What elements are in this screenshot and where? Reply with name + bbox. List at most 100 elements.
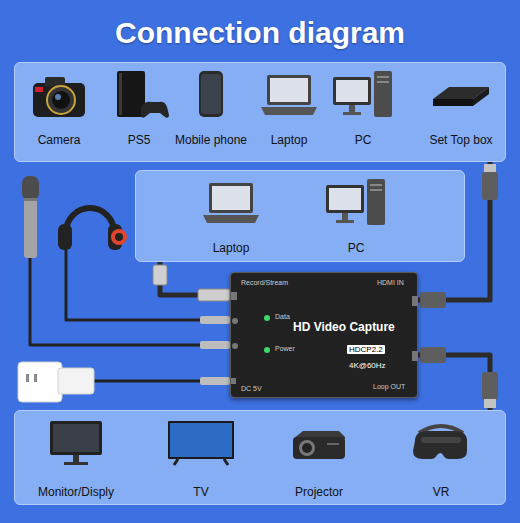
illustration-part	[55, 94, 61, 100]
illustration-part	[174, 459, 228, 465]
usb-plug	[198, 289, 230, 301]
capture-device: HD Video CaptureHDCP2.24K@60HzHDMI INLoo…	[230, 272, 418, 398]
illustration-part	[33, 83, 85, 117]
illustration-part	[64, 462, 88, 465]
camera-node: Camera	[24, 69, 94, 149]
device-label: PC	[348, 241, 365, 257]
illustration-part	[261, 107, 317, 115]
camera-icon	[27, 69, 91, 121]
vr-icon	[409, 417, 473, 469]
illustration-part	[412, 351, 418, 361]
audio-jack	[200, 341, 230, 349]
device-label: Mobile phone	[175, 133, 247, 149]
wall-outlet	[18, 362, 62, 402]
usb-plug	[153, 265, 167, 285]
device-label: Projector	[295, 485, 343, 501]
illustration-part	[343, 112, 361, 115]
illustration-part	[209, 183, 253, 213]
illustration-part	[374, 71, 392, 117]
socket-hole	[34, 374, 37, 382]
led-label: Power	[275, 345, 295, 353]
illustration-part	[201, 74, 221, 114]
device-icon	[179, 69, 243, 121]
hdmi-usb-cable	[418, 355, 490, 410]
pc-icon	[331, 69, 395, 121]
illustration-part	[168, 421, 234, 459]
illustration-part	[170, 423, 232, 457]
illustration-part	[336, 220, 354, 223]
illustration-part	[199, 71, 223, 117]
illustration-part	[367, 179, 385, 225]
power-adapter	[58, 368, 94, 394]
illustration-part	[232, 343, 238, 349]
ear-cup	[58, 224, 72, 250]
mic-ring	[24, 198, 37, 201]
resolution-label: 4K@60Hz	[349, 361, 386, 370]
laptop-icon	[199, 177, 263, 229]
hdmi-tip	[484, 399, 496, 408]
port-label: DC 5V	[241, 385, 262, 393]
ear-cup	[108, 224, 122, 250]
hdmi-plug	[482, 372, 498, 400]
mic-body	[24, 196, 37, 258]
hdmi-plug	[420, 347, 446, 363]
illustration-part	[53, 424, 99, 452]
device-label: TV	[193, 485, 208, 501]
laptop-node: Laptop	[191, 177, 271, 257]
illustration-part	[141, 102, 169, 118]
power-cable	[94, 380, 200, 383]
illustration-part	[212, 186, 250, 210]
product-name: HD Video Capture	[293, 321, 395, 335]
device-details	[231, 273, 419, 399]
illustration-part	[231, 292, 237, 300]
device-icon	[324, 177, 388, 229]
device-icon	[44, 417, 108, 469]
illustration-part	[119, 73, 122, 115]
console-icon	[107, 69, 171, 121]
illustration-part	[35, 87, 43, 92]
device-label: Set Top box	[429, 133, 492, 149]
device-label: Laptop	[271, 133, 308, 149]
ps5-node: PS5	[111, 69, 167, 149]
device-icon	[257, 69, 321, 121]
illustration-part	[270, 78, 308, 102]
hdmi-plug	[482, 172, 498, 200]
vr-node: VR	[401, 417, 481, 501]
laptop-icon	[257, 69, 321, 121]
dc-plug	[200, 377, 230, 385]
device-icon	[429, 69, 493, 121]
device-icon	[199, 177, 263, 229]
tv-icon	[166, 417, 236, 469]
illustration-part	[336, 80, 368, 102]
device-label: Laptop	[213, 241, 250, 257]
illustration-part	[327, 443, 339, 445]
headband	[66, 208, 114, 232]
tv-node: TV	[161, 417, 241, 501]
device-label: Monitor/Disply	[38, 485, 114, 501]
projector-icon	[287, 417, 351, 469]
illustration-part	[117, 71, 145, 117]
illustration-part	[50, 421, 102, 455]
illustration-part	[264, 347, 270, 353]
ear-cup-center	[115, 233, 123, 241]
settop-node: Set Top box	[421, 69, 501, 149]
recorder-panel: Laptop PC	[135, 170, 465, 262]
illustration-part	[421, 437, 461, 443]
diagram-title: Connection diagram	[0, 16, 520, 50]
illustration-part	[52, 91, 70, 109]
hdmi-tip	[484, 164, 496, 173]
port-label: Loop OUT	[373, 383, 405, 391]
illustration-part	[333, 77, 371, 105]
projector-node: Projector	[274, 417, 364, 501]
pc-icon	[324, 177, 388, 229]
settop-icon	[429, 69, 493, 121]
illustration-part	[264, 315, 270, 321]
illustration-part	[412, 296, 418, 306]
laptop-node: Laptop	[257, 69, 321, 149]
mic-head	[22, 176, 39, 200]
illustration-part	[413, 431, 467, 459]
illustration-part	[302, 443, 312, 453]
illustration-part	[231, 378, 236, 384]
port-label: Record/Stream	[241, 279, 288, 287]
illustration-part	[349, 105, 355, 112]
